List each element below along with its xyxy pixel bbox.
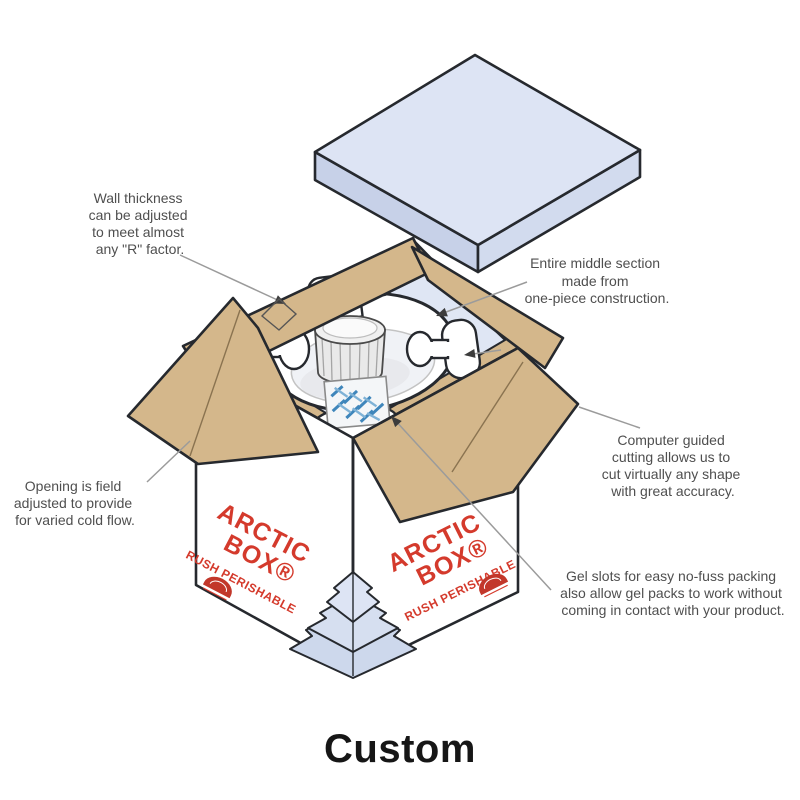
right-flap-crease (451, 361, 524, 473)
leader-wall-thickness (179, 254, 285, 304)
arrowhead (391, 416, 402, 428)
leader-gel-slots (392, 417, 552, 591)
annotation-middle-section: Entire middle section made from one-piec… (525, 255, 670, 306)
corner-cutaway (289, 438, 417, 679)
box-flaps (126, 236, 580, 524)
left-flap (126, 296, 320, 466)
gel-pack-pattern-2 (334, 386, 381, 422)
arrowhead (436, 307, 448, 317)
leader-computer-cutting-a (578, 406, 641, 429)
leader-middle-section (437, 281, 528, 316)
right-flap (351, 346, 580, 524)
annotation-wall-thickness: Wall thickness can be adjusted to meet a… (89, 190, 192, 257)
annotation-computer-cutting: Computer guided cutting allows us to cut… (602, 432, 744, 499)
arrowhead (464, 349, 476, 358)
caption: Custom (324, 727, 476, 771)
bottle-cap (314, 315, 386, 385)
annotation-gel-slots: Gel slots for easy no-fuss packing also … (560, 568, 786, 618)
cap-ribs (321, 337, 379, 384)
arctic-logo-left (202, 576, 232, 601)
back-right-flap (410, 245, 565, 370)
leader-opening (146, 440, 191, 483)
leader-lines (146, 254, 641, 591)
annotation-opening: Opening is field adjusted to provide for… (14, 478, 136, 528)
left-flap-crease (189, 309, 241, 457)
arctic-logo-right (479, 573, 509, 598)
gel-pack-pattern (330, 385, 385, 423)
gel-pack (323, 375, 391, 430)
wall-thickness-marker (260, 298, 298, 331)
foam-lid (313, 53, 642, 274)
